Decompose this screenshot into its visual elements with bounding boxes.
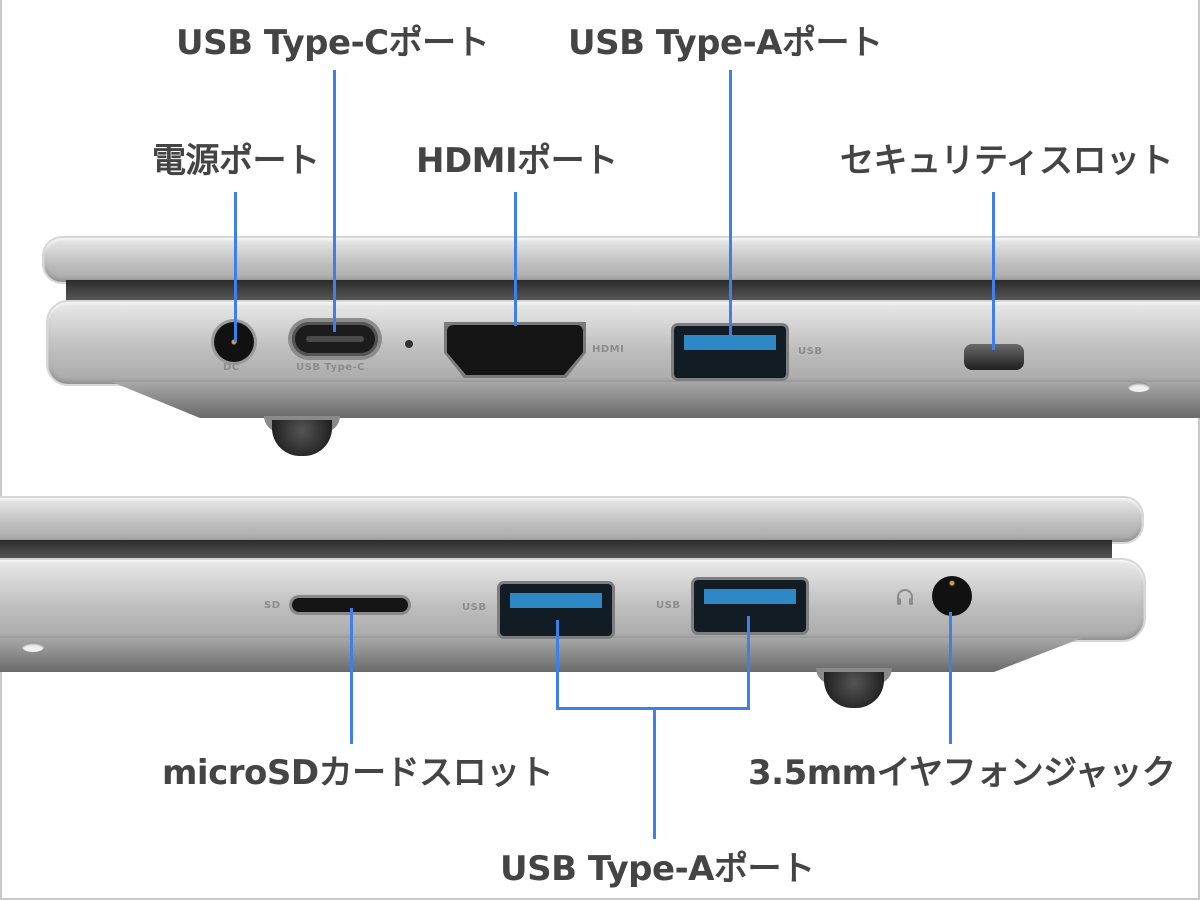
usb-a-port-2 <box>694 580 806 632</box>
usb-a-1-marking: USB <box>462 602 487 613</box>
leader-line-usb-a-2 <box>747 616 750 710</box>
callout-usb-a-port: USB Type-Aポート <box>568 23 883 63</box>
leader-line-power <box>234 192 237 342</box>
dc-marking: DC <box>223 362 240 373</box>
usb-c-marking: USB Type-C <box>296 362 366 373</box>
callout-microsd-slot: microSDカードスロット <box>162 753 554 793</box>
microsd-slot <box>292 598 408 612</box>
leader-line-usb-a-stem <box>653 707 656 839</box>
hdmi-marking: HDMI <box>592 344 625 355</box>
leader-line-usb-a <box>729 70 732 336</box>
leader-line-microsd <box>350 608 353 744</box>
screw <box>1128 382 1150 392</box>
sd-marking: SD <box>264 600 281 611</box>
laptop-underside-top <box>112 382 1200 418</box>
hdmi-port <box>447 325 583 375</box>
laptop-lid-top <box>42 236 1200 284</box>
headphone-icon <box>897 589 913 605</box>
status-led <box>405 340 413 348</box>
leader-line-usb-c <box>333 70 336 332</box>
callout-security-slot: セキュリティスロット <box>840 141 1173 181</box>
leader-line-earphone <box>949 612 952 744</box>
screw <box>22 642 44 652</box>
callout-earphone-jack: 3.5mmイヤフォンジャック <box>748 753 1176 793</box>
callout-power-port: 電源ポート <box>152 141 320 181</box>
rubber-foot <box>824 672 884 708</box>
callout-hdmi-port: HDMIポート <box>416 141 618 181</box>
callout-usb-c-port: USB Type-Cポート <box>176 23 490 63</box>
hinge-gap-top <box>66 280 1200 302</box>
hinge-gap-bottom <box>0 540 1112 560</box>
laptop-underside-bottom <box>0 638 1082 672</box>
earphone-jack <box>932 576 972 616</box>
leader-line-usb-a-1 <box>556 620 559 710</box>
rubber-foot <box>272 420 332 456</box>
laptop-lid-bottom <box>0 496 1144 544</box>
callout-usb-a-ports: USB Type-Aポート <box>500 849 815 889</box>
leader-line-hdmi <box>514 192 517 326</box>
leader-line-security <box>992 192 995 350</box>
usb-a-marking: USB <box>798 346 823 357</box>
usb-c-port <box>292 322 378 356</box>
usb-a-2-marking: USB <box>656 600 681 611</box>
